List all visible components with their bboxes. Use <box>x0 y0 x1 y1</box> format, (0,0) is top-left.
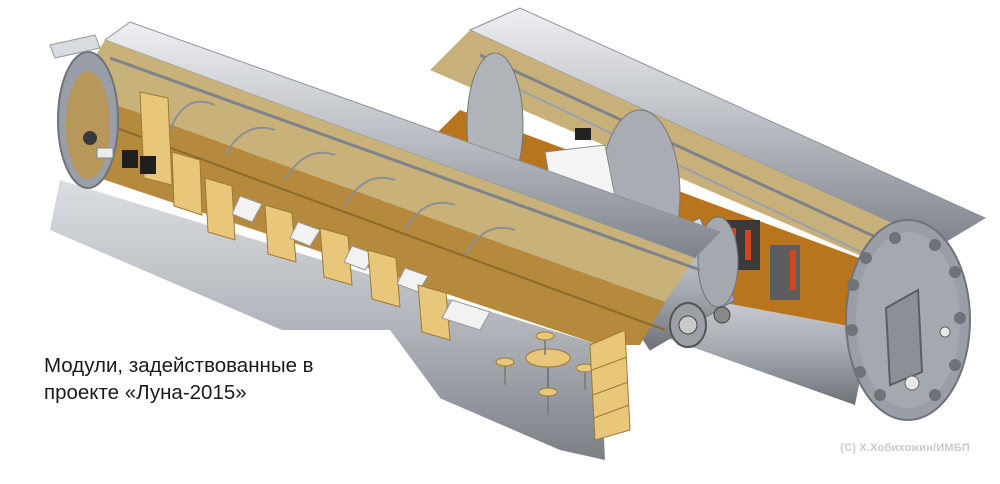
copyright-credit: (С) Х.Хобихожин/ИМБП <box>840 442 970 454</box>
caption-line-2: проекте «Луна-2015» <box>44 381 247 404</box>
caption-line-1: Модули, задействованные в <box>44 354 314 377</box>
equipment-rack-icon <box>589 329 631 441</box>
hatch-door-icon <box>884 288 924 387</box>
left-module <box>0 21 721 479</box>
caption: Модули, задействованные в проекте «Луна-… <box>44 352 374 406</box>
porthole-icon <box>846 232 966 401</box>
